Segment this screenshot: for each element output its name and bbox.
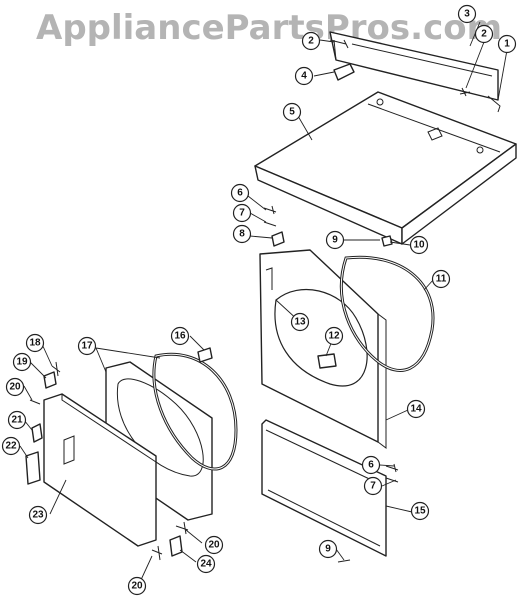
- svg-text:12: 12: [328, 331, 340, 342]
- callout-23: 23: [28, 505, 48, 525]
- screw-top-left: [329, 39, 349, 49]
- svg-text:4: 4: [301, 71, 307, 82]
- svg-text:23: 23: [32, 510, 44, 521]
- screw-top-right: [459, 87, 471, 97]
- svg-text:19: 19: [16, 357, 28, 368]
- callout-10: 10: [409, 235, 429, 255]
- svg-text:22: 22: [5, 441, 17, 452]
- svg-text:13: 13: [294, 317, 306, 328]
- svg-text:9: 9: [332, 235, 338, 246]
- svg-text:2: 2: [481, 29, 487, 40]
- callout-17: 17: [77, 336, 97, 356]
- callout-7-lower: 7: [363, 476, 383, 496]
- callout-12: 12: [324, 326, 344, 346]
- callout-16: 16: [170, 326, 190, 346]
- leader-lines: [19, 21, 508, 583]
- part-10-clip: [381, 235, 393, 247]
- hinge-part-24: [169, 535, 183, 557]
- callout-11: 11: [431, 269, 451, 289]
- handle-part-22: [25, 451, 41, 485]
- callout-3: 3: [457, 4, 477, 24]
- svg-text:18: 18: [29, 338, 41, 349]
- callout-8: 8: [232, 224, 252, 244]
- callout-22: 22: [1, 436, 21, 456]
- callout-24: 24: [196, 554, 216, 574]
- latch-part-16: [197, 347, 213, 363]
- svg-text:7: 7: [239, 208, 245, 219]
- svg-text:6: 6: [368, 460, 374, 471]
- callout-13: 13: [290, 312, 310, 332]
- callout-5: 5: [282, 102, 302, 122]
- callout-9-lower: 9: [318, 539, 338, 559]
- svg-text:15: 15: [414, 506, 426, 517]
- svg-text:6: 6: [237, 188, 243, 199]
- screw-part-6: [263, 205, 277, 215]
- screw-part-9-bottom: [337, 559, 351, 563]
- svg-text:20: 20: [9, 382, 21, 393]
- svg-text:17: 17: [81, 341, 93, 352]
- callout-14: 14: [406, 399, 426, 419]
- svg-text:5: 5: [289, 107, 295, 118]
- callout-6-lower: 6: [361, 455, 381, 475]
- svg-text:9: 9: [325, 544, 331, 555]
- svg-text:1: 1: [504, 39, 510, 50]
- callout-20-right: 20: [204, 535, 224, 555]
- svg-text:3: 3: [464, 9, 470, 20]
- svg-text:24: 24: [200, 559, 212, 570]
- door-seal-ring: [340, 255, 435, 372]
- callout-2-left: 2: [301, 31, 321, 51]
- callout-20-left: 20: [5, 377, 25, 397]
- hinge-cover-part-21: [31, 423, 43, 443]
- bracket-part-8: [271, 231, 285, 247]
- watermark: AppliancePartsPros.com: [36, 8, 503, 48]
- svg-text:8: 8: [239, 229, 245, 240]
- clip-part-4: [333, 63, 355, 81]
- screw-part-20-bottom: [151, 545, 163, 561]
- svg-text:11: 11: [436, 274, 447, 285]
- callout-6-upper: 6: [230, 183, 250, 203]
- callout-21: 21: [7, 410, 27, 430]
- svg-text:16: 16: [174, 331, 186, 342]
- svg-text:21: 21: [11, 415, 23, 426]
- svg-text:20: 20: [131, 581, 143, 592]
- outer-door-panel: [43, 393, 157, 547]
- screw-part-7-lower: [385, 477, 399, 483]
- callout-2-right: 2: [474, 24, 494, 44]
- callout-4: 4: [294, 66, 314, 86]
- svg-text:7: 7: [370, 481, 376, 492]
- lower-access-panel: [261, 419, 387, 557]
- rear-panel-bracket: [329, 31, 501, 113]
- screw-part-20-bottom-right: [175, 521, 189, 535]
- svg-text:14: 14: [410, 404, 422, 415]
- callout-7-upper: 7: [232, 203, 252, 223]
- callout-20-bottom: 20: [127, 576, 147, 596]
- hinge-part-19: [43, 371, 57, 389]
- screw-part-6-lower: [385, 463, 399, 473]
- callout-1: 1: [497, 34, 517, 54]
- callout-9-upper: 9: [325, 230, 345, 250]
- callout-19: 19: [12, 352, 32, 372]
- callout-18: 18: [25, 333, 45, 353]
- svg-text:10: 10: [413, 240, 425, 251]
- screw-part-20-left: [29, 399, 41, 405]
- svg-text:20: 20: [208, 540, 220, 551]
- svg-text:2: 2: [308, 36, 314, 47]
- front-panel-frame: [259, 249, 387, 449]
- callout-15: 15: [410, 501, 430, 521]
- door-gasket-ring: [152, 352, 238, 471]
- screw-part-7: [263, 221, 277, 227]
- hinge-part-18: [51, 361, 61, 377]
- door-latch-part-12: [317, 353, 337, 369]
- top-cover: [254, 91, 517, 245]
